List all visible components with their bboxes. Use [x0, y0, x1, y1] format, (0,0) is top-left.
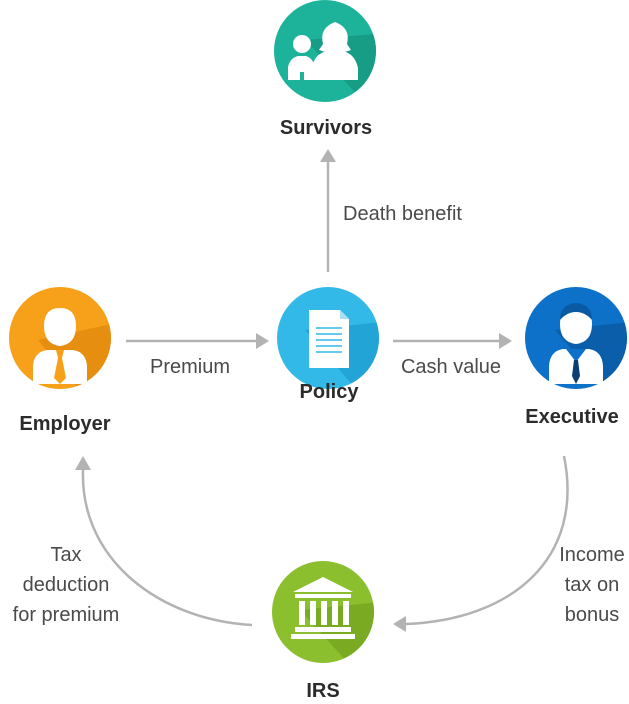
executive-label: Executive	[525, 406, 618, 428]
survivors-label: Survivors	[280, 117, 372, 139]
policy-label: Policy	[300, 381, 360, 403]
income-tax-label: Income tax on bonus	[559, 544, 625, 626]
premium-label: Premium	[150, 356, 230, 378]
death-benefit-label: Death benefit	[343, 203, 462, 225]
tax-deduction-label: Tax deduction for premium	[13, 544, 120, 626]
income-tax-line-1: Income	[559, 544, 625, 566]
irs-label: IRS	[306, 680, 339, 702]
arrow-executive-to-irs	[393, 455, 569, 632]
executive-icon	[549, 303, 603, 384]
tax-deduction-line-3: for premium	[13, 604, 120, 626]
bank-icon	[291, 577, 355, 639]
income-tax-line-2: tax on	[565, 574, 619, 596]
tax-deduction-line-1: Tax	[50, 544, 81, 566]
cash-value-label: Cash value	[401, 356, 501, 378]
policy-node	[277, 287, 379, 389]
arrow-employer-to-policy	[126, 333, 269, 349]
arrow-irs-to-employer	[75, 456, 253, 627]
tax-deduction-line-2: deduction	[23, 574, 110, 596]
income-tax-line-3: bonus	[565, 604, 620, 626]
family-icon	[288, 22, 358, 80]
employer-icon	[33, 308, 87, 384]
arrow-policy-to-executive	[393, 333, 512, 349]
document-icon	[309, 310, 349, 368]
arrow-policy-to-survivors	[320, 149, 336, 272]
employer-label: Employer	[19, 413, 110, 435]
